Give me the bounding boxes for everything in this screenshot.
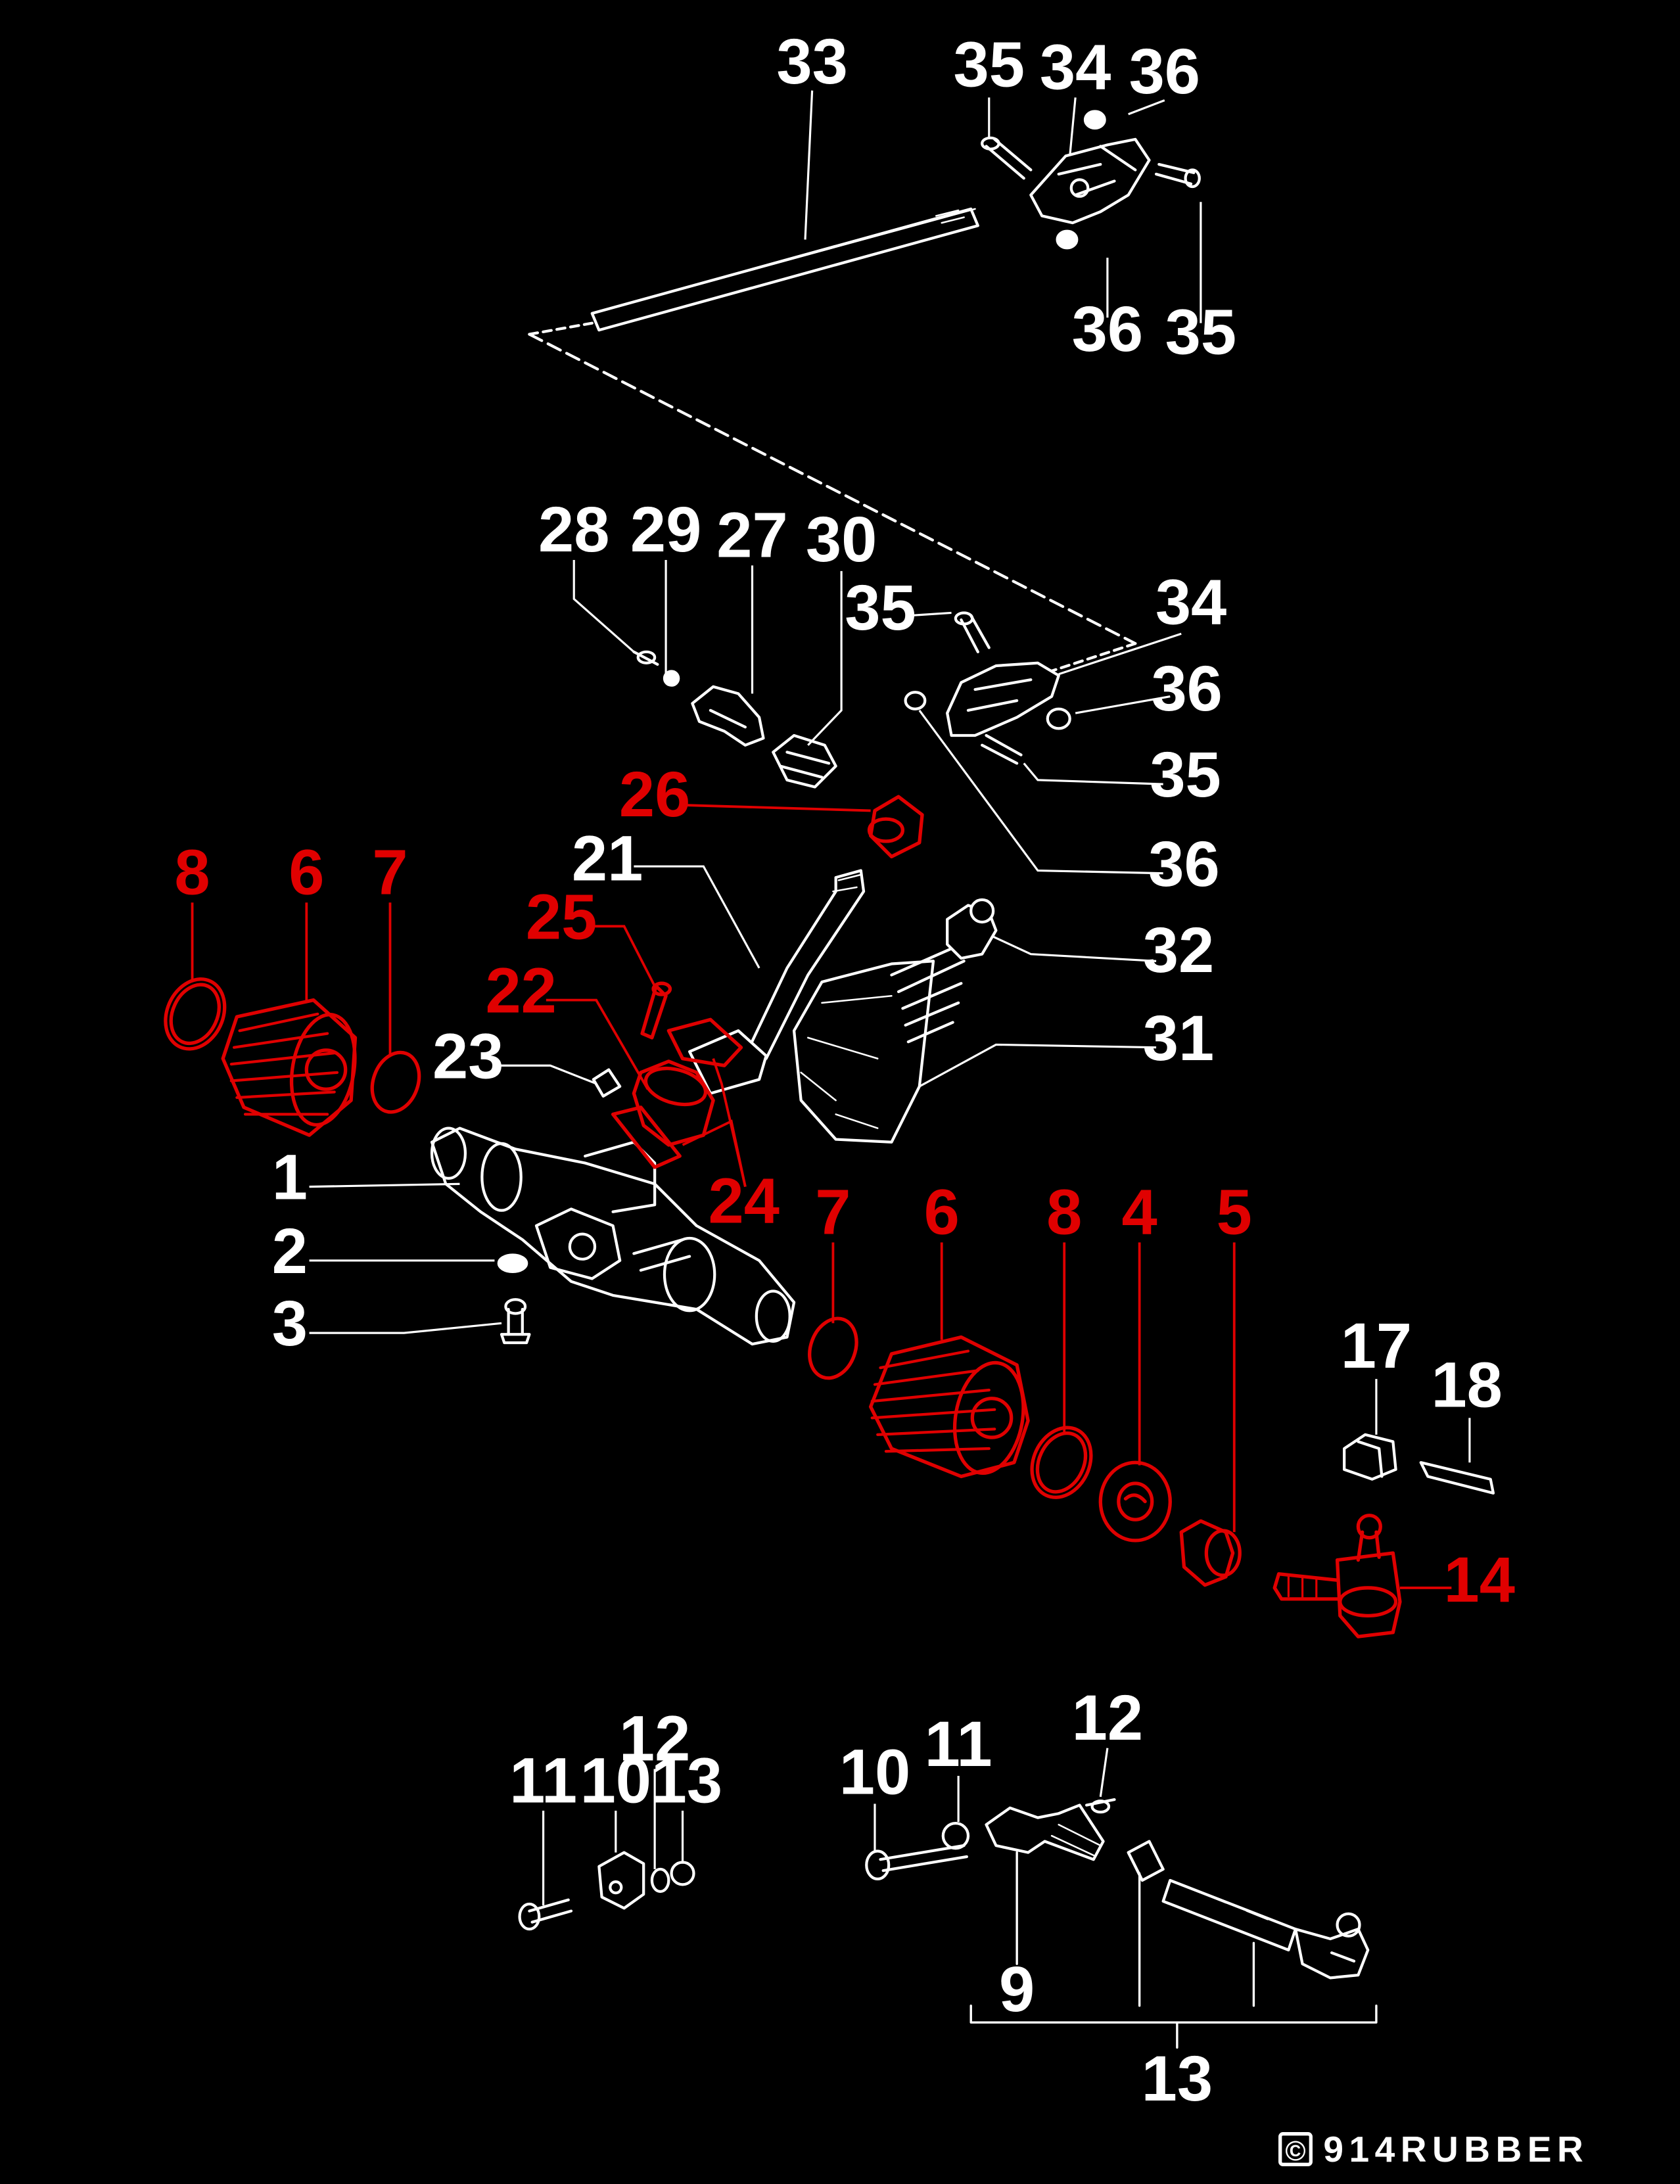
callout-34: 34 bbox=[1040, 32, 1111, 103]
bracket-13 bbox=[969, 1851, 1378, 2049]
nut-17 bbox=[1343, 1433, 1397, 1481]
brand-text: 914RUBBER bbox=[1323, 2129, 1589, 2170]
callout-28: 28 bbox=[538, 494, 609, 565]
part-23-pin bbox=[592, 1068, 622, 1098]
tie-rod-13-assembly bbox=[1127, 1840, 1370, 1980]
callout-5: 5 bbox=[1217, 1176, 1252, 1248]
nut-13-left bbox=[670, 1861, 695, 1886]
callout-21: 21 bbox=[572, 822, 643, 894]
ring-7-left bbox=[370, 1050, 421, 1114]
ring-8-right bbox=[1030, 1426, 1093, 1499]
callout-14: 14 bbox=[1444, 1544, 1515, 1615]
callout-35: 35 bbox=[1165, 296, 1236, 367]
callout-11: 11 bbox=[925, 1708, 992, 1780]
washer-4 bbox=[1098, 1460, 1172, 1543]
universal-joint-34-upper bbox=[981, 110, 1201, 250]
callout-36: 36 bbox=[1151, 653, 1222, 724]
callout-10: 10 bbox=[580, 1744, 651, 1816]
ring-7-right bbox=[808, 1316, 858, 1380]
ring-8-left bbox=[164, 977, 227, 1051]
callout-labels: 33 35 34 36 36 35 28 29 27 30 35 34 36 3… bbox=[174, 26, 1515, 2114]
callout-35: 35 bbox=[954, 28, 1025, 100]
callout-8: 8 bbox=[1046, 1176, 1082, 1248]
callout-35: 35 bbox=[845, 572, 916, 643]
callout-9: 9 bbox=[999, 1953, 1035, 2025]
callout-12: 12 bbox=[619, 1703, 690, 1775]
callout-3: 3 bbox=[272, 1288, 308, 1359]
washer-11-right bbox=[941, 1821, 970, 1850]
callout-24: 24 bbox=[709, 1165, 780, 1237]
pinion-shaft-21 bbox=[688, 869, 866, 1095]
tie-rod-9 bbox=[985, 1798, 1116, 1861]
callout-29: 29 bbox=[630, 494, 701, 565]
pin-25 bbox=[640, 981, 672, 1040]
copyright-symbol: © bbox=[1285, 2135, 1305, 2166]
callout-30: 30 bbox=[806, 503, 877, 575]
callout-10: 10 bbox=[839, 1736, 910, 1808]
part-2-washer bbox=[497, 1253, 528, 1274]
cotter-pin-18 bbox=[1419, 1461, 1495, 1495]
universal-joint-34-lower bbox=[904, 611, 1071, 765]
callout-12: 12 bbox=[1072, 1682, 1143, 1754]
bellows-6-left bbox=[221, 998, 358, 1137]
watermark-914rubber: © 914RUBBER bbox=[1278, 2129, 1589, 2170]
steering-shaft-33 bbox=[528, 207, 1137, 677]
callout-26: 26 bbox=[619, 758, 690, 830]
callout-1: 1 bbox=[272, 1142, 308, 1213]
bushing-5 bbox=[1179, 1519, 1242, 1587]
callout-25: 25 bbox=[526, 881, 597, 952]
gasket-24 bbox=[611, 1017, 743, 1169]
washer-12-left bbox=[650, 1867, 670, 1894]
bellows-6-right bbox=[868, 1335, 1030, 1479]
callout-11: 11 bbox=[509, 1744, 577, 1816]
callout-33: 33 bbox=[776, 26, 847, 97]
bushing-26 bbox=[867, 795, 924, 858]
callout-31: 31 bbox=[1143, 1002, 1214, 1074]
leader-lines-red bbox=[191, 804, 1452, 1589]
callout-13: 13 bbox=[651, 1744, 722, 1816]
callout-32: 32 bbox=[1143, 914, 1214, 986]
ball-joint-32 bbox=[946, 898, 998, 960]
callout-6: 6 bbox=[289, 837, 324, 908]
callout-4: 4 bbox=[1122, 1176, 1157, 1248]
part-3-screw bbox=[500, 1298, 531, 1345]
callout-7: 7 bbox=[372, 837, 408, 908]
callout-18: 18 bbox=[1431, 1349, 1502, 1420]
clamp-27-group bbox=[632, 650, 837, 789]
tie-rod-end-14 bbox=[1272, 1514, 1402, 1638]
callout-6: 6 bbox=[924, 1176, 960, 1248]
callout-22: 22 bbox=[485, 955, 556, 1027]
boot-31 bbox=[792, 926, 977, 1144]
callout-17: 17 bbox=[1341, 1310, 1412, 1382]
bolt-11-left bbox=[518, 1898, 573, 1931]
callout-2: 2 bbox=[272, 1215, 308, 1287]
callout-36: 36 bbox=[1129, 35, 1200, 107]
callout-8: 8 bbox=[174, 837, 210, 908]
callout-23: 23 bbox=[432, 1020, 503, 1092]
callout-13: 13 bbox=[1142, 2043, 1213, 2114]
callout-34: 34 bbox=[1155, 566, 1226, 638]
callout-36: 36 bbox=[1072, 293, 1143, 365]
callout-27: 27 bbox=[716, 500, 787, 571]
leader-lines-white bbox=[309, 90, 1471, 1906]
callout-36: 36 bbox=[1148, 828, 1219, 900]
clamp-10-left bbox=[597, 1851, 645, 1910]
callout-35: 35 bbox=[1150, 739, 1221, 810]
bolt-10-right bbox=[865, 1844, 968, 1881]
callout-7: 7 bbox=[815, 1176, 851, 1248]
rack-housing-1 bbox=[430, 1127, 796, 1346]
